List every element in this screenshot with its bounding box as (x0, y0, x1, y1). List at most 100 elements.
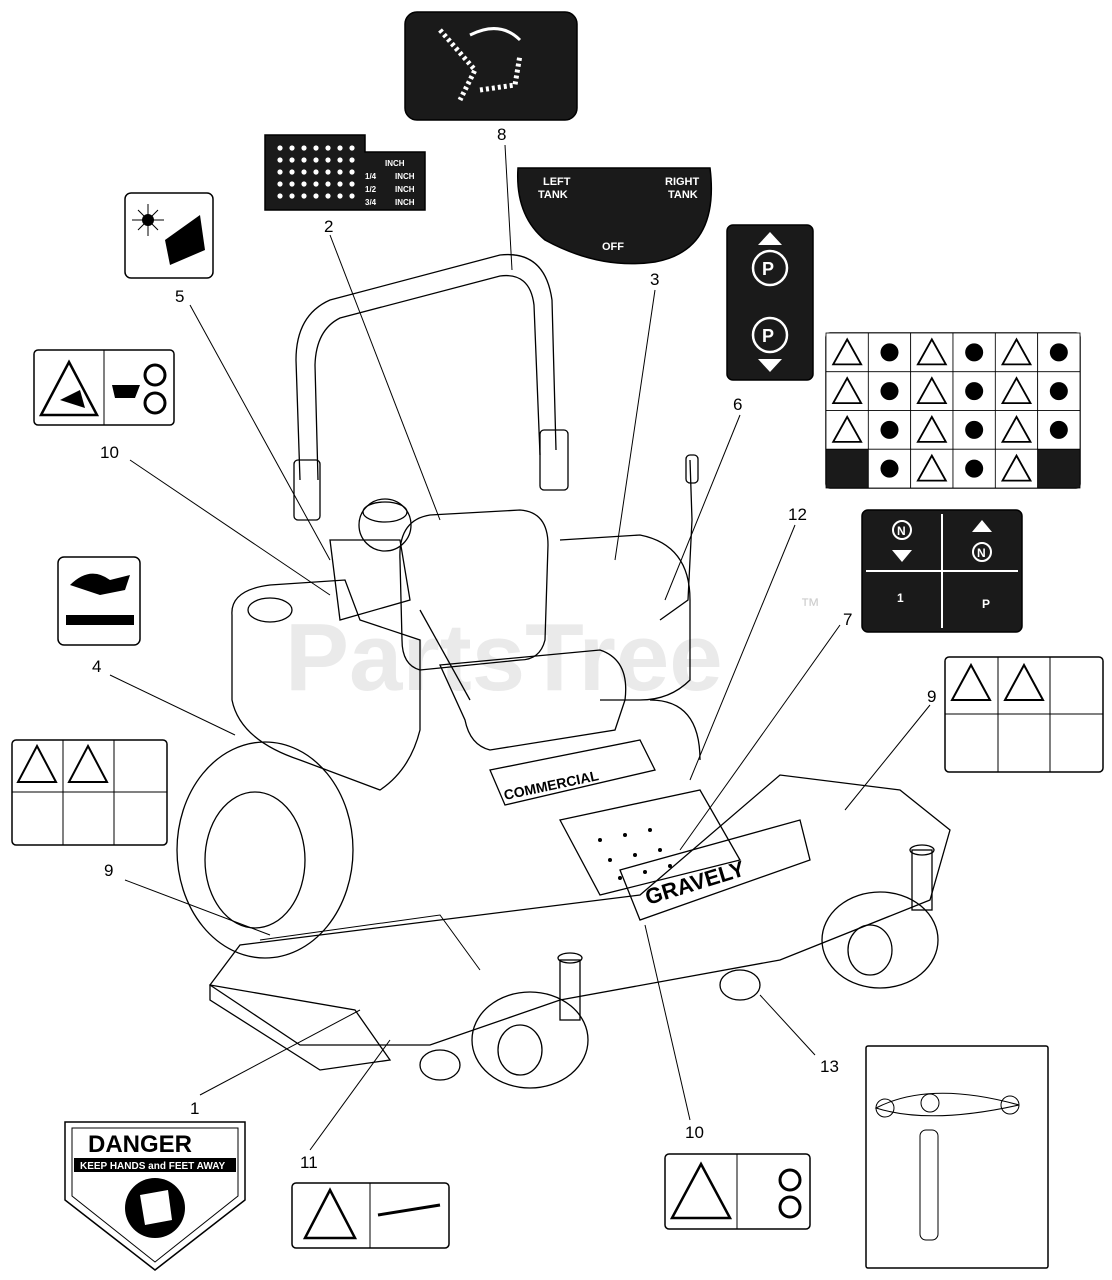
decal-warning-six-left (11, 739, 168, 846)
rops-inner (314, 274, 541, 481)
callout-6: 6 (733, 395, 742, 414)
leader-10b (644, 924, 691, 1121)
warning-triangle-icon (831, 376, 863, 405)
height-dot (301, 157, 307, 163)
neutral-label-1: N (897, 524, 906, 538)
warning-triangle-icon (916, 453, 948, 482)
deck-icon (377, 1203, 441, 1217)
warning-triangle-icon (831, 337, 863, 366)
leader-1 (199, 1009, 361, 1096)
blade-circle-icon (143, 391, 167, 415)
warning-triangle-icon (1000, 415, 1033, 443)
decal-parking-brake: P P (726, 224, 814, 381)
leader-6 (664, 414, 741, 601)
rear-tire-right (649, 699, 701, 761)
warning-triangle-icon (669, 1161, 733, 1220)
caster-pivot-right (909, 844, 935, 856)
blade-hand-icon (60, 390, 85, 408)
blade-circle-icon (778, 1168, 802, 1192)
callout-7: 7 (843, 610, 852, 629)
decal-deck-warning (291, 1182, 450, 1249)
height-dot (325, 145, 331, 151)
danger-subtitle: KEEP HANDS and FEET AWAY (80, 1161, 226, 1172)
decal-warning-six-right (944, 656, 1104, 773)
leader-lines (109, 144, 931, 1151)
caster-fork-right (911, 849, 933, 911)
platform-holes (598, 828, 672, 880)
height-dot (301, 193, 307, 199)
motion-lever-right (659, 459, 693, 621)
blade-circle-icon (778, 1195, 802, 1219)
callout-1: 1 (190, 1099, 199, 1118)
decal-belt-routing (865, 1045, 1049, 1269)
height-dot (349, 169, 355, 175)
safety-grid-cells (825, 332, 1081, 489)
height-dot (313, 193, 319, 199)
mower-deck (209, 774, 951, 1046)
height-dot (313, 157, 319, 163)
leader-9b (844, 704, 931, 811)
height-row-1-frac: 1/4 (365, 172, 377, 181)
fuel-right-label: RIGHT (665, 176, 700, 188)
callout-4: 4 (92, 657, 101, 676)
safety-pictogram-icon (965, 343, 984, 362)
left-fender (231, 579, 421, 791)
safety-pictogram-icon (1049, 382, 1068, 401)
height-row-0-unit: INCH (385, 159, 405, 168)
warning-triangle-icon (38, 359, 100, 417)
front-caster-left (471, 991, 589, 1089)
height-dot (289, 169, 295, 175)
height-dot (337, 169, 343, 175)
discharge-chute (209, 984, 392, 1071)
leader-4 (109, 674, 236, 736)
safety-pictogram-icon (965, 420, 984, 439)
seat-cushion (439, 649, 627, 751)
watermark: PartsTree ™ (285, 595, 820, 711)
engine (329, 539, 411, 621)
warning-triangle-icon (916, 415, 948, 443)
leader-9a (124, 879, 271, 936)
fuel-right-label-2: TANK (668, 189, 698, 201)
safety-grid-cell (1037, 448, 1081, 489)
motion-lever-left (419, 609, 471, 701)
leader-13 (759, 994, 816, 1056)
warning-triangle-icon (1000, 376, 1033, 405)
spring-icon (919, 1129, 939, 1241)
height-dot (337, 157, 343, 163)
safety-pictogram-icon (880, 343, 899, 362)
leader-12 (689, 524, 796, 781)
leader-10a (129, 459, 331, 596)
lever-grip (685, 454, 699, 484)
callout-numbers: 8 2 3 5 6 10 12 7 4 9 9 13 1 10 11 (92, 125, 936, 1172)
height-dot (277, 169, 283, 175)
nose-plate (619, 819, 811, 921)
safety-pictogram-icon (965, 459, 984, 478)
height-dot (301, 169, 307, 175)
decal-cut-height-chart: INCH 1/4 INCH 1/2 INCH 3/4 INCH (264, 134, 426, 211)
height-dot (301, 181, 307, 187)
height-dot (289, 181, 295, 187)
fuel-cap-left (247, 597, 293, 623)
decal-safety-grid (825, 332, 1081, 489)
warning-triangle-icon (1000, 337, 1033, 366)
safety-pictogram-icon (880, 382, 899, 401)
blade-circle-icon (143, 363, 167, 387)
rops-right-post (539, 429, 569, 491)
height-dot (349, 157, 355, 163)
height-row-3-frac: 3/4 (365, 198, 377, 207)
fuel-left-label: LEFT (543, 176, 571, 188)
neutral-label-3: 1 (897, 591, 904, 605)
park-label-2: P (762, 326, 774, 346)
warning-triangle-icon (916, 376, 948, 405)
safety-pictogram-icon (880, 459, 899, 478)
front-caster-left-hub (497, 1024, 543, 1076)
warning-triangle-icon (950, 662, 992, 701)
callout-13: 13 (820, 1057, 839, 1076)
seat-adjust-icon (438, 28, 523, 102)
height-dot (349, 181, 355, 187)
decal-blade-warning-upper (33, 349, 175, 426)
callout-3: 3 (650, 270, 659, 289)
safety-pictogram-icon (880, 420, 899, 439)
callout-8: 8 (497, 125, 506, 144)
deck-cover (259, 914, 481, 971)
